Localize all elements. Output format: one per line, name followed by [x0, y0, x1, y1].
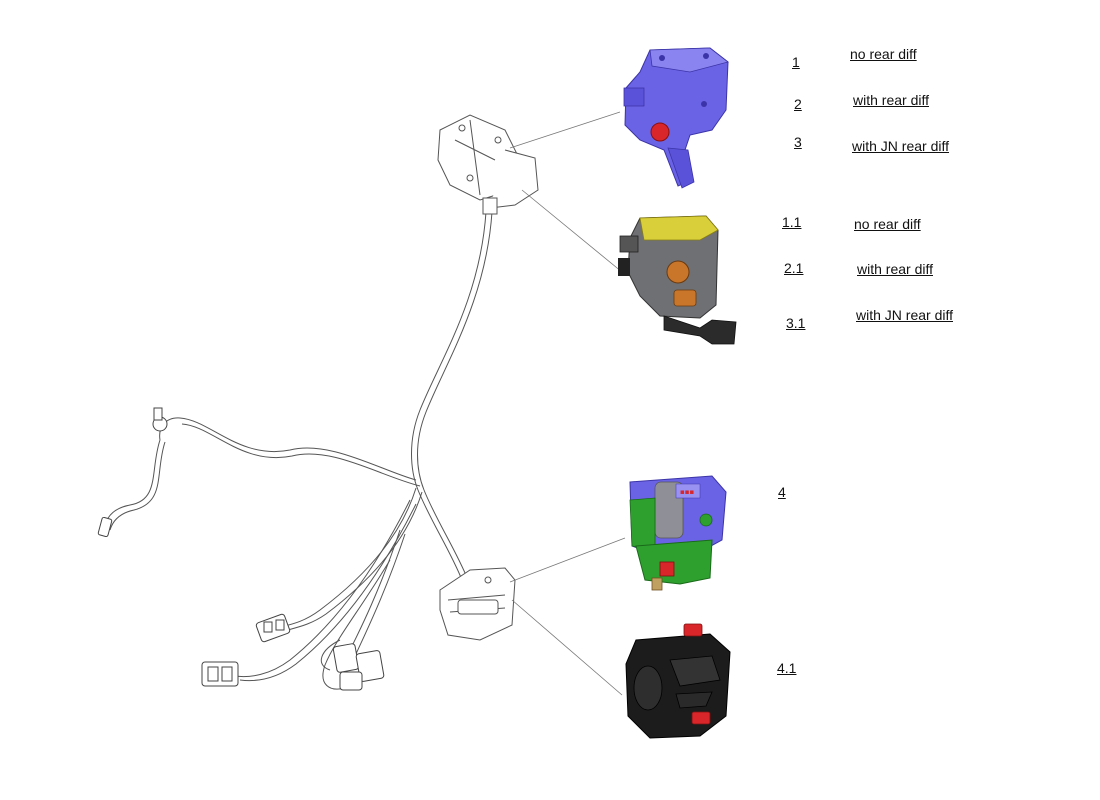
svg-text:▪▪▪: ▪▪▪ — [680, 488, 694, 496]
switch-housing-line-drawing — [439, 567, 516, 641]
connector-top-loop — [152, 407, 168, 432]
wiring-harness-line-drawing — [104, 211, 493, 690]
part-number-1-1[interactable]: 1.1 — [782, 214, 802, 230]
part-description-3-1: with JN rear diff — [856, 307, 953, 323]
throttle-housing-blue-illustration — [623, 47, 729, 189]
part-number-3[interactable]: 3 — [794, 134, 802, 150]
part-number-1[interactable]: 1 — [792, 54, 800, 70]
throttle-housing-line-drawing — [437, 114, 539, 215]
throttle-housing-grey-illustration — [618, 215, 737, 345]
connector-middle — [255, 613, 291, 643]
part-number-2[interactable]: 2 — [794, 96, 802, 112]
part-description-1: no rear diff — [850, 46, 917, 62]
part-description-3: with JN rear diff — [852, 138, 949, 154]
part-description-2: with rear diff — [853, 92, 929, 108]
part-number-3-1[interactable]: 3.1 — [786, 315, 806, 331]
switch-housing-blue-green-illustration: ▪▪▪ — [629, 475, 727, 591]
leader-lines — [509, 111, 626, 696]
connector-cluster — [332, 643, 385, 691]
connector-left-tail — [97, 516, 113, 538]
part-number-2-1[interactable]: 2.1 — [784, 260, 804, 276]
part-description-1-1: no rear diff — [854, 216, 921, 232]
part-number-4[interactable]: 4 — [778, 484, 786, 500]
part-description-2-1: with rear diff — [857, 261, 933, 277]
switch-housing-black-illustration — [625, 623, 731, 739]
connector-bottom-left — [201, 661, 239, 687]
part-number-4-1[interactable]: 4.1 — [777, 660, 797, 676]
